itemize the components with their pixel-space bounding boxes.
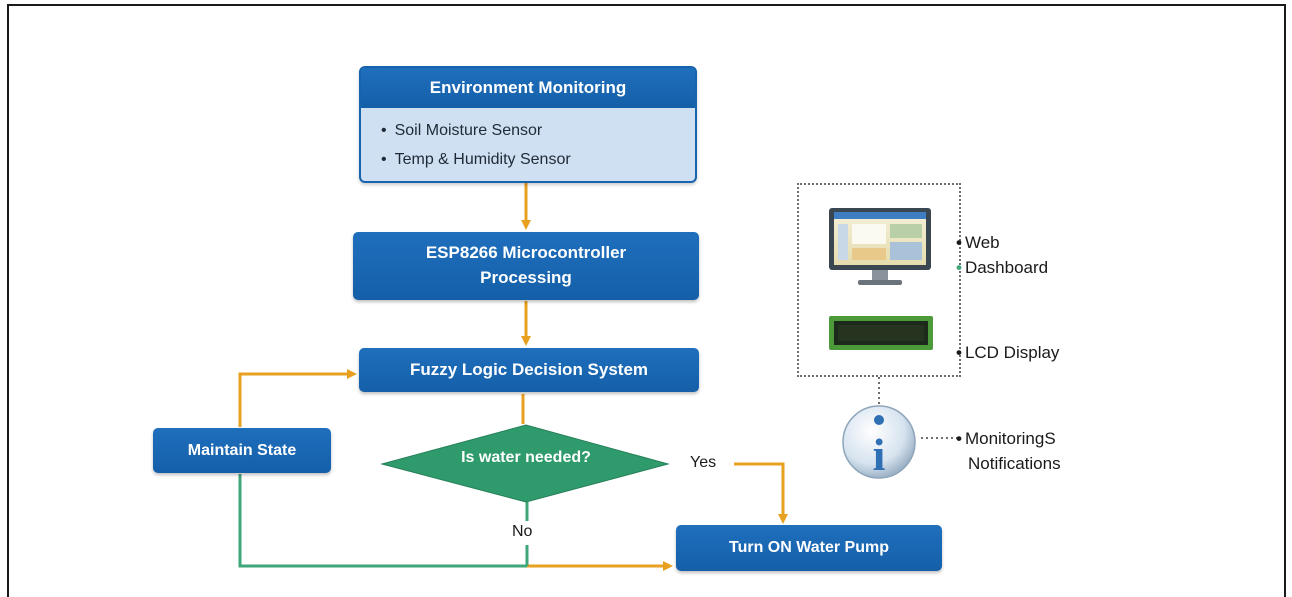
web-dashboard-label: •Web •Dashboard (956, 233, 1049, 277)
soil-moisture-sensor-item: Soil Moisture Sensor (381, 116, 695, 145)
sensor-list: Soil Moisture Sensor Temp & Humidity Sen… (361, 108, 695, 174)
environment-monitoring-title: Environment Monitoring (361, 68, 695, 108)
environment-monitoring-panel: Environment Monitoring Soil Moisture Sen… (359, 66, 697, 183)
lcd-display-label: •LCD Display (956, 343, 1060, 362)
web-dashboard-line-1: Web (964, 233, 1000, 252)
decision-diamond (380, 424, 670, 503)
water-pump-label: Turn ON Water Pump (729, 539, 889, 557)
output-devices-panel (797, 183, 961, 377)
maintain-state-label: Maintain State (187, 441, 297, 459)
decision-question: Is water needed? (461, 449, 591, 466)
processing-line-2: Processing (480, 268, 572, 287)
info-icon: i (842, 405, 916, 480)
monitoring-notifications-label: •MonitoringS Notifications (956, 429, 1061, 473)
temp-humidity-sensor-item: Temp & Humidity Sensor (381, 145, 695, 174)
info-glyph: i (873, 429, 886, 480)
monitoring-line-2: Notifications (968, 454, 1061, 473)
green-loop-line (238, 474, 527, 568)
no-label: No (512, 523, 533, 540)
yes-label: Yes (690, 454, 717, 471)
fuzzy-logic-label: Fuzzy Logic Decision System (409, 359, 649, 379)
diagram-frame (7, 4, 1286, 597)
fuzzy-logic-box: Fuzzy Logic Decision System (359, 348, 699, 392)
arrow-maintain-to-fuzzy (238, 369, 357, 427)
monitor-icon (829, 208, 931, 285)
monitoring-line-1: MonitoringS (964, 429, 1056, 448)
maintain-state-box: Maintain State (153, 428, 331, 473)
lcd-display-text: LCD Display (964, 343, 1060, 362)
arrow-yes-to-pump (734, 462, 788, 524)
processing-line-1: ESP8266 Microcontroller (425, 243, 627, 263)
esp8266-processing-box: ESP8266 Microcontroller Processing (353, 232, 699, 300)
lcd-icon (829, 316, 933, 350)
web-dashboard-line-2: Dashboard (964, 258, 1049, 277)
water-pump-box: Turn ON Water Pump (676, 525, 942, 571)
